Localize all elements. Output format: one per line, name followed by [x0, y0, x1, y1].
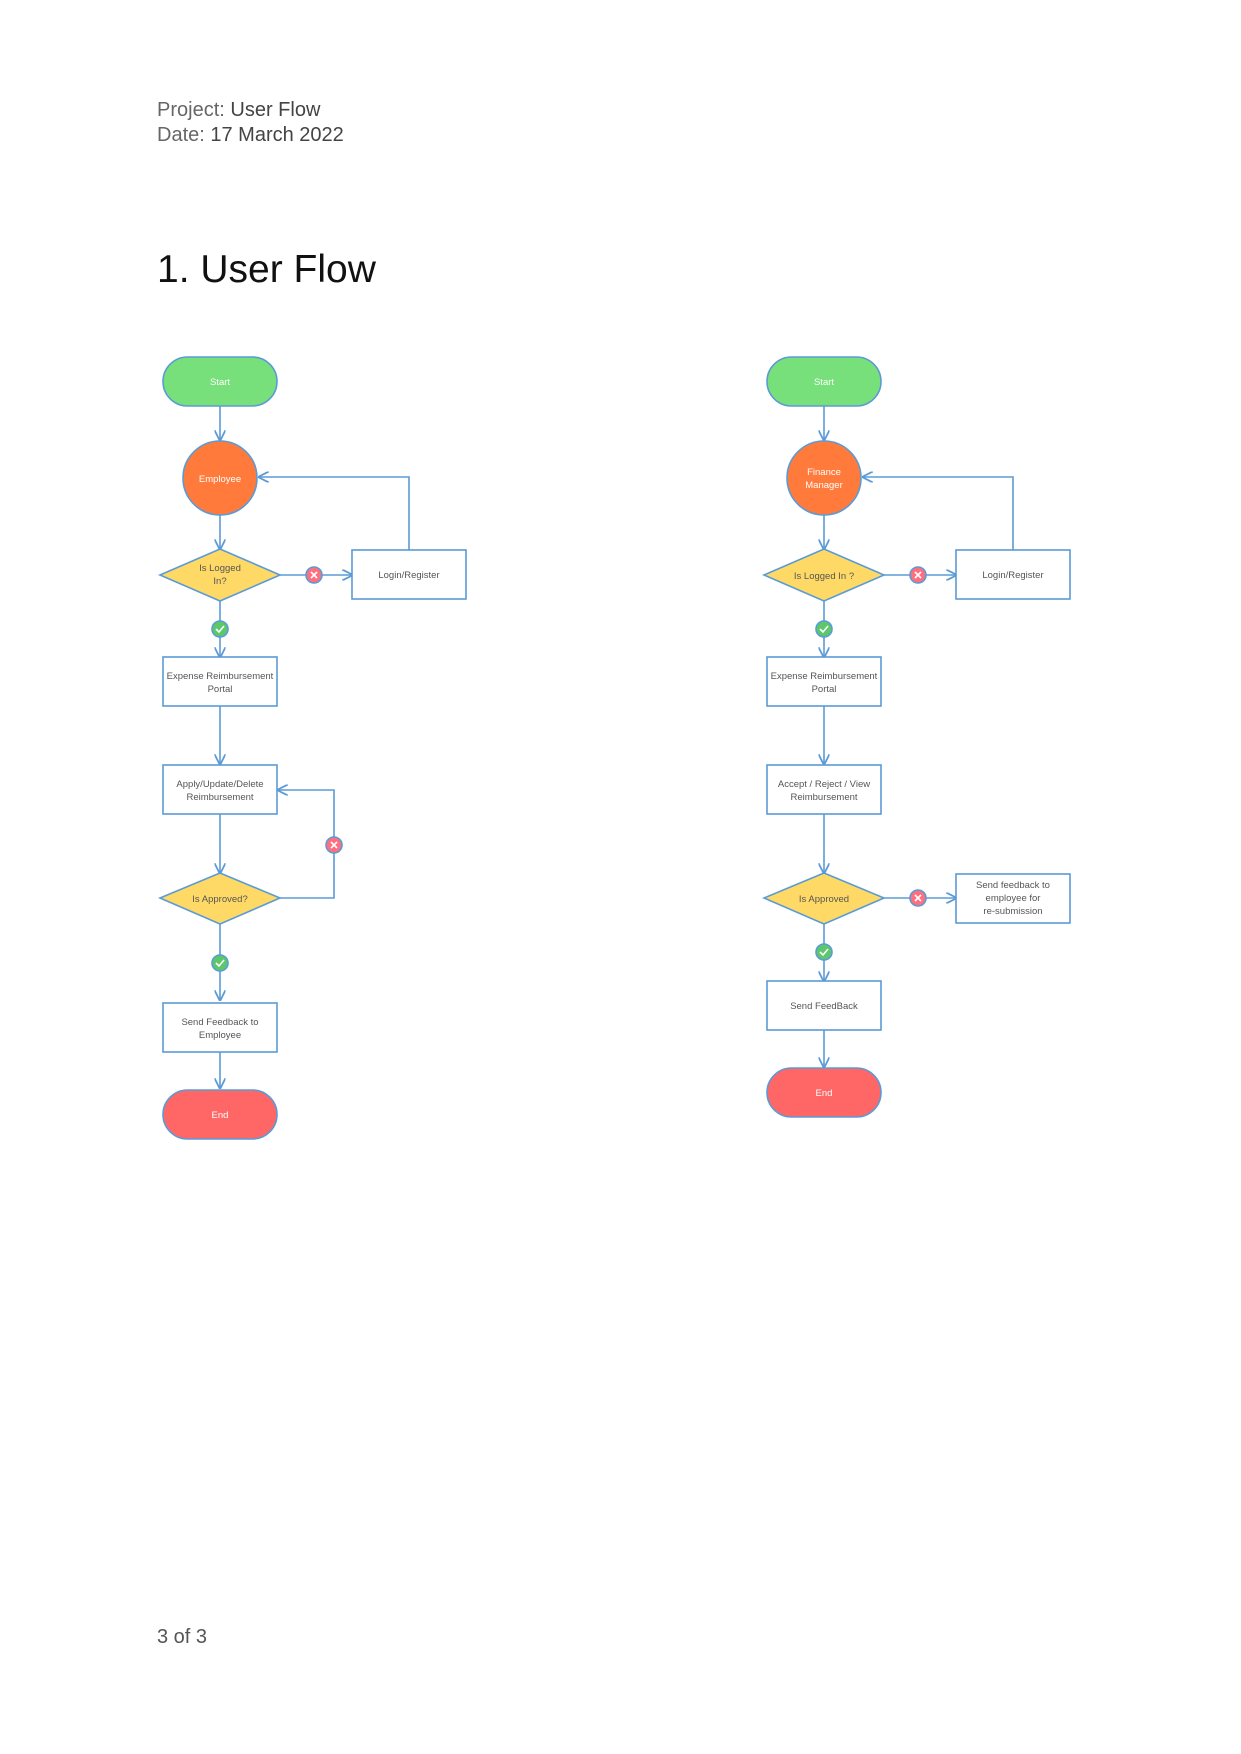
- employee-end-label: End: [212, 1110, 229, 1121]
- finance-login-decision: [761, 548, 887, 602]
- employee-approved-decision: [157, 872, 283, 925]
- finance-portal-line1: Expense Reimbursement: [771, 671, 878, 682]
- employee-login-no-badge: [305, 566, 323, 584]
- finance-flow: Start Finance Manager Is Logged In ? Log…: [761, 356, 1071, 1118]
- finance-portal-node: [766, 656, 882, 707]
- finance-start-label: Start: [814, 377, 834, 388]
- finance-resubmission-line2: employee for: [986, 893, 1041, 904]
- finance-action-line2: Reimbursement: [790, 792, 857, 803]
- employee-login-decision-line2: In?: [213, 576, 226, 587]
- close-icon: [330, 841, 338, 849]
- project-value: User Flow: [230, 99, 321, 121]
- employee-action-line2: Reimbursement: [186, 792, 253, 803]
- finance-approved-decision: [761, 872, 887, 925]
- close-icon: [310, 571, 318, 579]
- finance-resubmission-node: [955, 873, 1071, 924]
- finance-actor-line1: Finance: [807, 467, 841, 478]
- check-icon: [819, 625, 829, 634]
- date-label: Date:: [157, 124, 205, 146]
- employee-portal-line2: Portal: [208, 684, 233, 695]
- employee-login-yes-badge: [211, 620, 229, 638]
- employee-end-node: [162, 1089, 278, 1140]
- finance-portal-line2: Portal: [812, 684, 837, 695]
- employee-login-decision: [157, 548, 283, 602]
- project-label: Project:: [157, 99, 225, 121]
- close-icon: [914, 894, 922, 902]
- employee-login-decision-line1: Is Logged: [199, 563, 241, 574]
- employee-actor-node: [182, 440, 258, 516]
- employee-login-register-label: Login/Register: [378, 570, 439, 581]
- employee-action-line1: Apply/Update/Delete: [176, 779, 263, 790]
- finance-action-line1: Accept / Reject / View: [778, 779, 870, 790]
- finance-resubmission-line1: Send feedback to: [976, 880, 1050, 891]
- employee-start-node: [162, 356, 278, 407]
- finance-resubmission-line3: re-submission: [983, 906, 1042, 917]
- check-icon: [215, 959, 225, 968]
- finance-approved-yes-badge: [815, 943, 833, 961]
- employee-portal-node: [162, 656, 278, 707]
- employee-approved-no-badge: [325, 836, 343, 854]
- finance-login-yes-badge: [815, 620, 833, 638]
- finance-end-label: End: [816, 1088, 833, 1099]
- finance-end-node: [766, 1067, 882, 1118]
- finance-approved-label: Is Approved: [799, 894, 849, 905]
- check-icon: [215, 625, 225, 634]
- finance-login-no-badge: [909, 566, 927, 584]
- finance-action-node: [766, 764, 882, 815]
- employee-approved-label: Is Approved?: [192, 894, 247, 905]
- employee-portal-line1: Expense Reimbursement: [167, 671, 274, 682]
- employee-flow: Start Employee Is Logged In? Login/Regis…: [157, 356, 467, 1140]
- finance-actor-line2: Manager: [805, 480, 843, 491]
- date-value: 17 March 2022: [210, 124, 344, 146]
- project-line: Project: User Flow: [157, 98, 344, 123]
- section-heading: 1. User Flow: [157, 248, 376, 291]
- employee-feedback-line1: Send Feedback to: [181, 1017, 258, 1028]
- finance-feedback-node: [766, 980, 882, 1031]
- employee-login-register-node: [351, 549, 467, 600]
- employee-feedback-line2: Employee: [199, 1030, 241, 1041]
- finance-start-node: [766, 356, 882, 407]
- check-icon: [819, 948, 829, 957]
- edge-login-return: [259, 477, 410, 550]
- employee-start-label: Start: [210, 377, 230, 388]
- edge-finance-login-return: [863, 477, 1014, 550]
- document-meta: Project: User Flow Date: 17 March 2022: [157, 98, 344, 148]
- page-number: 3 of 3: [157, 1626, 208, 1648]
- date-line: Date: 17 March 2022: [157, 123, 344, 148]
- finance-approved-no-badge: [909, 889, 927, 907]
- employee-action-node: [162, 764, 278, 815]
- close-icon: [914, 571, 922, 579]
- finance-actor-node: [786, 440, 862, 516]
- finance-feedback-label: Send FeedBack: [790, 1001, 858, 1012]
- employee-approved-yes-badge: [211, 954, 229, 972]
- finance-login-register-node: [955, 549, 1071, 600]
- finance-login-decision-label: Is Logged In ?: [794, 571, 854, 582]
- finance-login-register-label: Login/Register: [982, 570, 1043, 581]
- employee-actor-label: Employee: [199, 474, 241, 485]
- employee-feedback-node: [162, 1002, 278, 1053]
